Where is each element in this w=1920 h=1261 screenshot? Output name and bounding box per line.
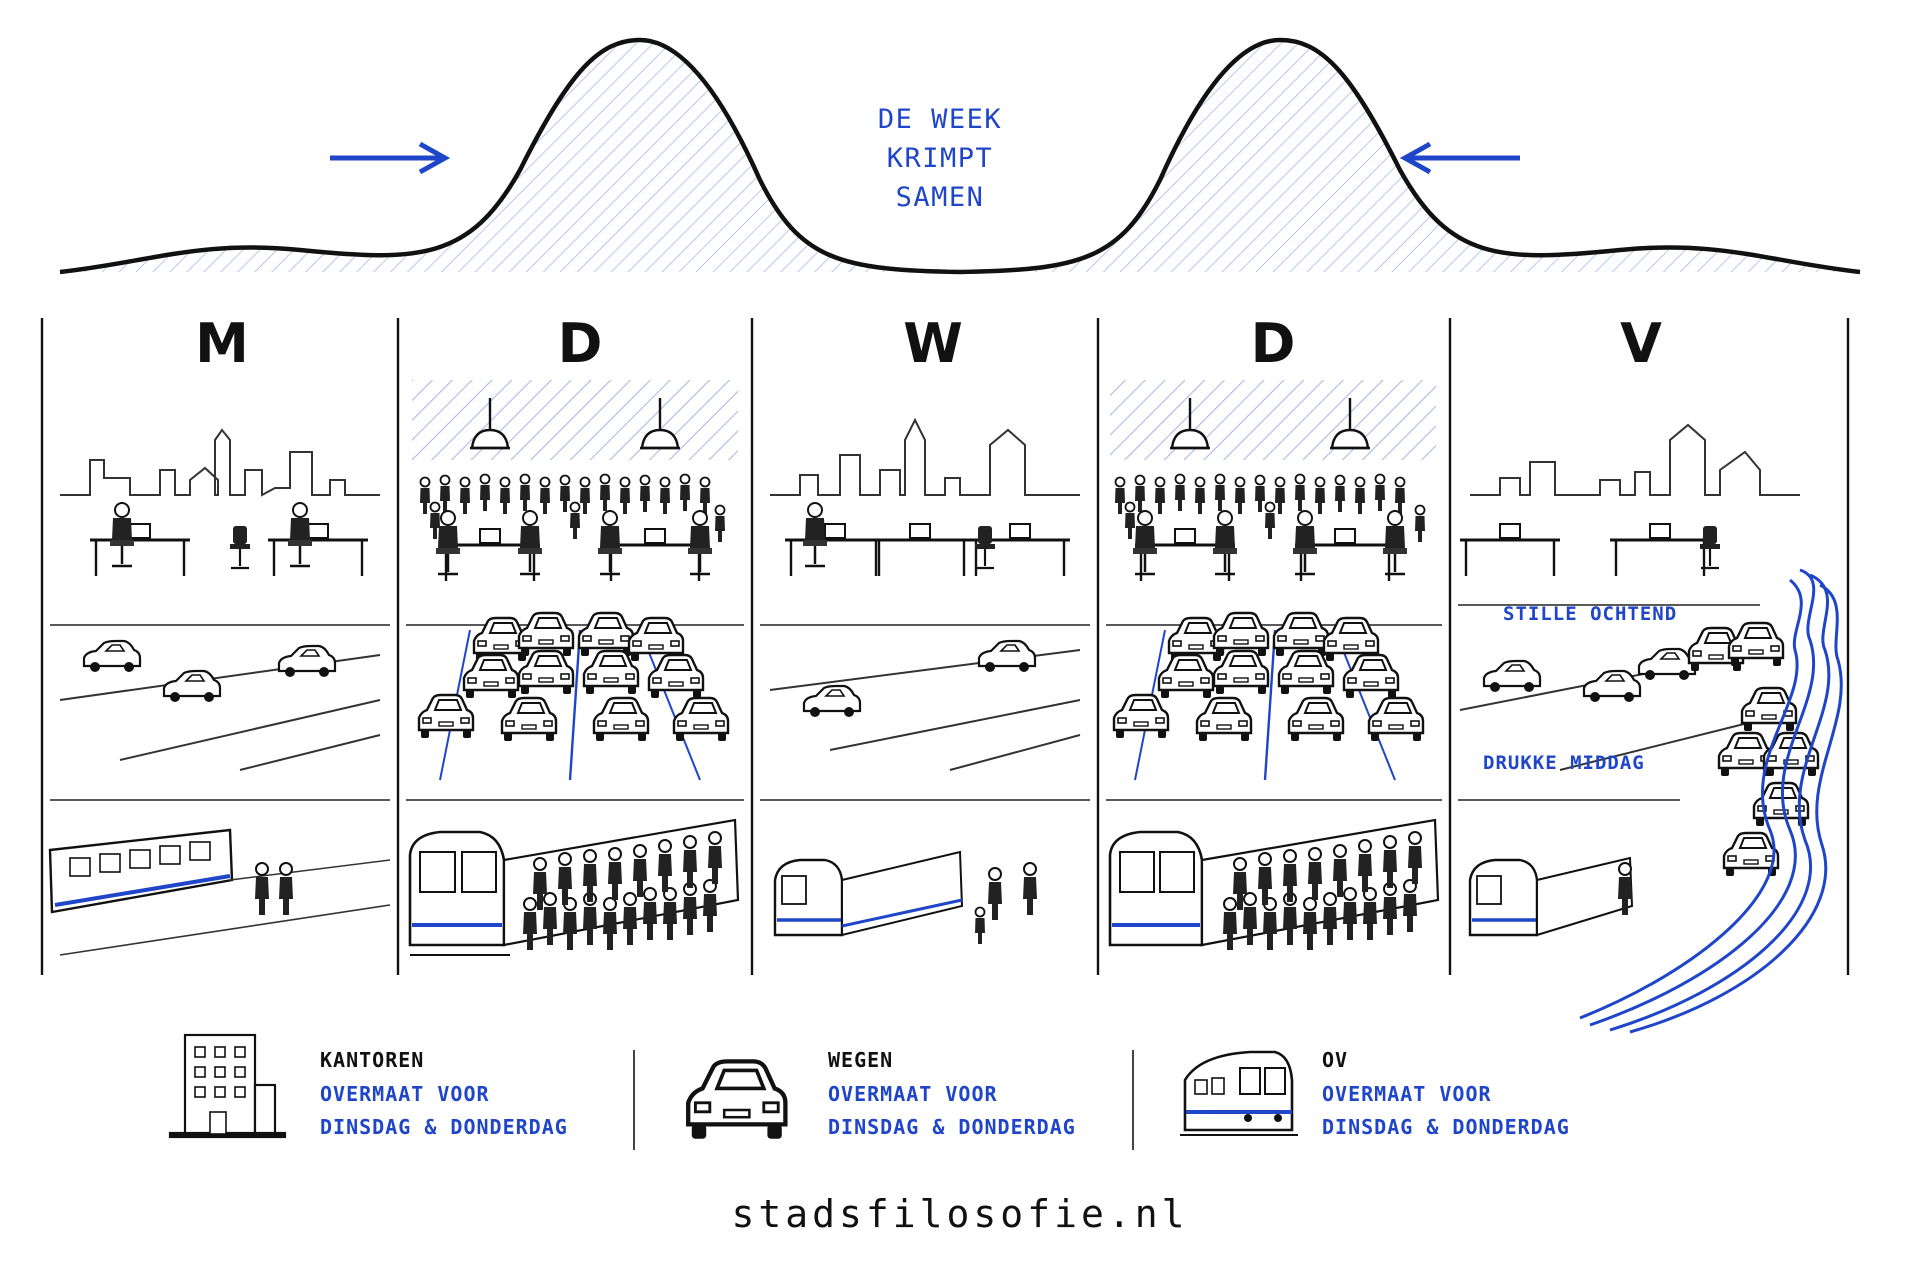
legend-transit-line-1: OVERMAAT VOOR bbox=[1322, 1082, 1492, 1106]
headline-line-1: DE WEEK bbox=[877, 104, 1003, 135]
legend-transit-title: OV bbox=[1322, 1048, 1349, 1072]
day-letter-thursday: D bbox=[1250, 312, 1296, 375]
car-icon bbox=[688, 1061, 785, 1138]
legend-transit-desc: OVERMAAT VOOR DINSDAG & DONDERDAG bbox=[1322, 1078, 1570, 1144]
friday-afternoon-label: DRUKKE MIDDAG bbox=[1483, 752, 1645, 774]
road bbox=[59, 654, 381, 771]
row-separators bbox=[50, 604, 1760, 801]
headline: DE WEEK KRIMPT SAMEN bbox=[780, 100, 1100, 217]
friday-panel bbox=[1458, 423, 1843, 1034]
legend-roads-line-2: DINSDAG & DONDERDAG bbox=[828, 1115, 1076, 1139]
train-icon bbox=[1180, 1050, 1298, 1136]
crowd-office bbox=[419, 473, 726, 543]
arrow-right-icon bbox=[330, 141, 451, 175]
train-side bbox=[48, 828, 391, 956]
day-letter-tuesday: D bbox=[557, 312, 603, 375]
legend-roads-line-1: OVERMAAT VOOR bbox=[828, 1082, 998, 1106]
day-letter-friday: V bbox=[1620, 312, 1662, 375]
footer-site-url: stadsfilosofie.nl bbox=[731, 1192, 1189, 1236]
legend-roads-title: WEGEN bbox=[828, 1048, 894, 1072]
legend-offices-desc: OVERMAAT VOOR DINSDAG & DONDERDAG bbox=[320, 1078, 568, 1144]
train-front-small bbox=[773, 850, 964, 937]
traffic-jam bbox=[417, 611, 730, 781]
traffic-stream bbox=[1579, 568, 1843, 1034]
tuesday-panel bbox=[408, 380, 740, 956]
office-building-icon bbox=[168, 1033, 287, 1139]
desks bbox=[88, 501, 370, 578]
wednesday-panel bbox=[769, 417, 1081, 945]
headline-line-2: KRIMPT bbox=[886, 143, 994, 174]
friday-morning-label: STILLE OCHTEND bbox=[1503, 603, 1678, 625]
legend-roads-desc: OVERMAAT VOOR DINSDAG & DONDERDAG bbox=[828, 1078, 1076, 1144]
legend-offices-line-2: DINSDAG & DONDERDAG bbox=[320, 1115, 568, 1139]
day-letter-wednesday: W bbox=[903, 312, 963, 375]
week-peak-curve bbox=[59, 37, 1861, 275]
day-letter-monday: M bbox=[195, 312, 249, 375]
skyline bbox=[60, 428, 380, 497]
headline-line-3: SAMEN bbox=[895, 182, 985, 213]
arrow-left-icon bbox=[1399, 141, 1520, 175]
thursday-panel bbox=[1108, 380, 1440, 951]
legend-offices-title: KANTOREN bbox=[320, 1048, 425, 1072]
column-dividers bbox=[40, 318, 1850, 975]
legend-offices-line-1: OVERMAAT VOOR bbox=[320, 1082, 490, 1106]
monday-panel bbox=[48, 428, 391, 956]
legend-transit-line-2: DINSDAG & DONDERDAG bbox=[1322, 1115, 1570, 1139]
